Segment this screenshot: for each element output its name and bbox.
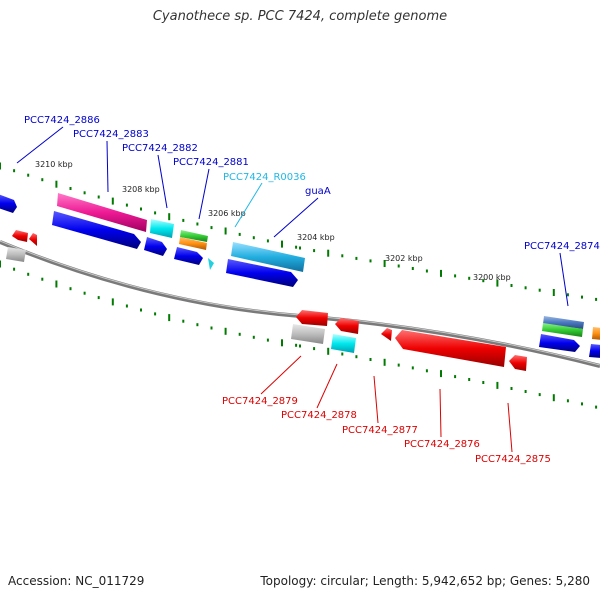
gene-label[interactable]: PCC7424_2875 <box>475 454 551 465</box>
gene-arrow-forward[interactable] <box>589 344 600 358</box>
callout-line <box>198 168 210 220</box>
callout-line <box>439 388 442 438</box>
scale-tick-label: 3202 kbp <box>385 254 423 263</box>
scale-tick-label: 3204 kbp <box>297 233 335 242</box>
callout-line <box>260 355 302 395</box>
callout-line <box>559 252 569 307</box>
callout-line <box>234 182 263 228</box>
gene-arrow-reverse[interactable] <box>296 310 328 326</box>
gene-label[interactable]: PCC7424_2882 <box>122 143 198 154</box>
gene-label[interactable]: PCC7424_2879 <box>222 396 298 407</box>
callout-line <box>316 363 338 409</box>
callout-line <box>106 140 109 193</box>
gene-arrow-reverse[interactable] <box>335 318 359 334</box>
gene-arrow-reverse[interactable] <box>395 330 506 367</box>
accession-text: Accession: NC_011729 <box>8 574 145 588</box>
callout-line <box>507 402 513 453</box>
outer-tick-row <box>0 162 598 301</box>
callout-line <box>157 154 168 209</box>
scale-tick-label: 3200 kbp <box>473 273 511 282</box>
feature-pink[interactable] <box>57 193 147 232</box>
gene-label[interactable]: PCC7424_2886 <box>24 115 100 126</box>
gene-label[interactable]: PCC7424_2881 <box>173 157 249 168</box>
inner-tick-row <box>0 260 598 409</box>
gene-label[interactable]: PCC7424_2876 <box>404 439 480 450</box>
scale-tick-label: 3206 kbp <box>208 209 246 218</box>
gene-label[interactable]: PCC7424_2877 <box>342 425 418 436</box>
reverse-strand-features <box>6 230 527 371</box>
map-title: Cyanothece sp. PCC 7424, complete genome <box>152 9 448 24</box>
gene-arrow-reverse[interactable] <box>381 328 392 341</box>
forward-strand-features <box>0 193 600 358</box>
gene-arrow-forward[interactable] <box>0 194 17 213</box>
feature-steel[interactable] <box>543 316 584 329</box>
gene-label[interactable]: PCC7424_2878 <box>281 410 357 421</box>
feature-sky[interactable] <box>231 242 305 272</box>
feature-green[interactable] <box>180 230 208 242</box>
gene-arrow-reverse[interactable] <box>509 355 527 371</box>
feature-orange[interactable] <box>179 237 207 250</box>
feature-cyan[interactable] <box>331 334 356 353</box>
feature-green[interactable] <box>542 323 583 337</box>
callout-line <box>16 126 64 164</box>
gene-label[interactable]: PCC7424_R0036 <box>223 172 306 183</box>
gene-label[interactable]: PCC7424_2874 <box>524 241 600 252</box>
gene-label[interactable]: guaA <box>305 186 331 197</box>
gene-arrow-forward[interactable] <box>174 247 203 265</box>
callout-line <box>373 375 379 424</box>
feature-gray[interactable] <box>291 324 325 344</box>
gene-arrow-reverse[interactable] <box>29 233 37 246</box>
gene-arrow-forward[interactable] <box>226 259 298 287</box>
callout-line <box>273 197 319 238</box>
gene-label[interactable]: PCC7424_2883 <box>73 129 149 140</box>
feature-orange[interactable] <box>592 327 600 340</box>
feature-gray[interactable] <box>6 247 26 262</box>
scale-tick-label: 3210 kbp <box>35 160 73 169</box>
gene-arrow-reverse[interactable] <box>12 230 28 242</box>
gene-arrow-forward[interactable] <box>144 237 167 256</box>
rna-feature[interactable] <box>208 258 214 270</box>
feature-cyan[interactable] <box>150 219 174 238</box>
scale-tick-label: 3208 kbp <box>122 185 160 194</box>
gene-arrow-forward[interactable] <box>539 334 580 352</box>
genome-summary-text: Topology: circular; Length: 5,942,652 bp… <box>260 574 590 588</box>
gene-arrow-forward[interactable] <box>52 211 141 249</box>
